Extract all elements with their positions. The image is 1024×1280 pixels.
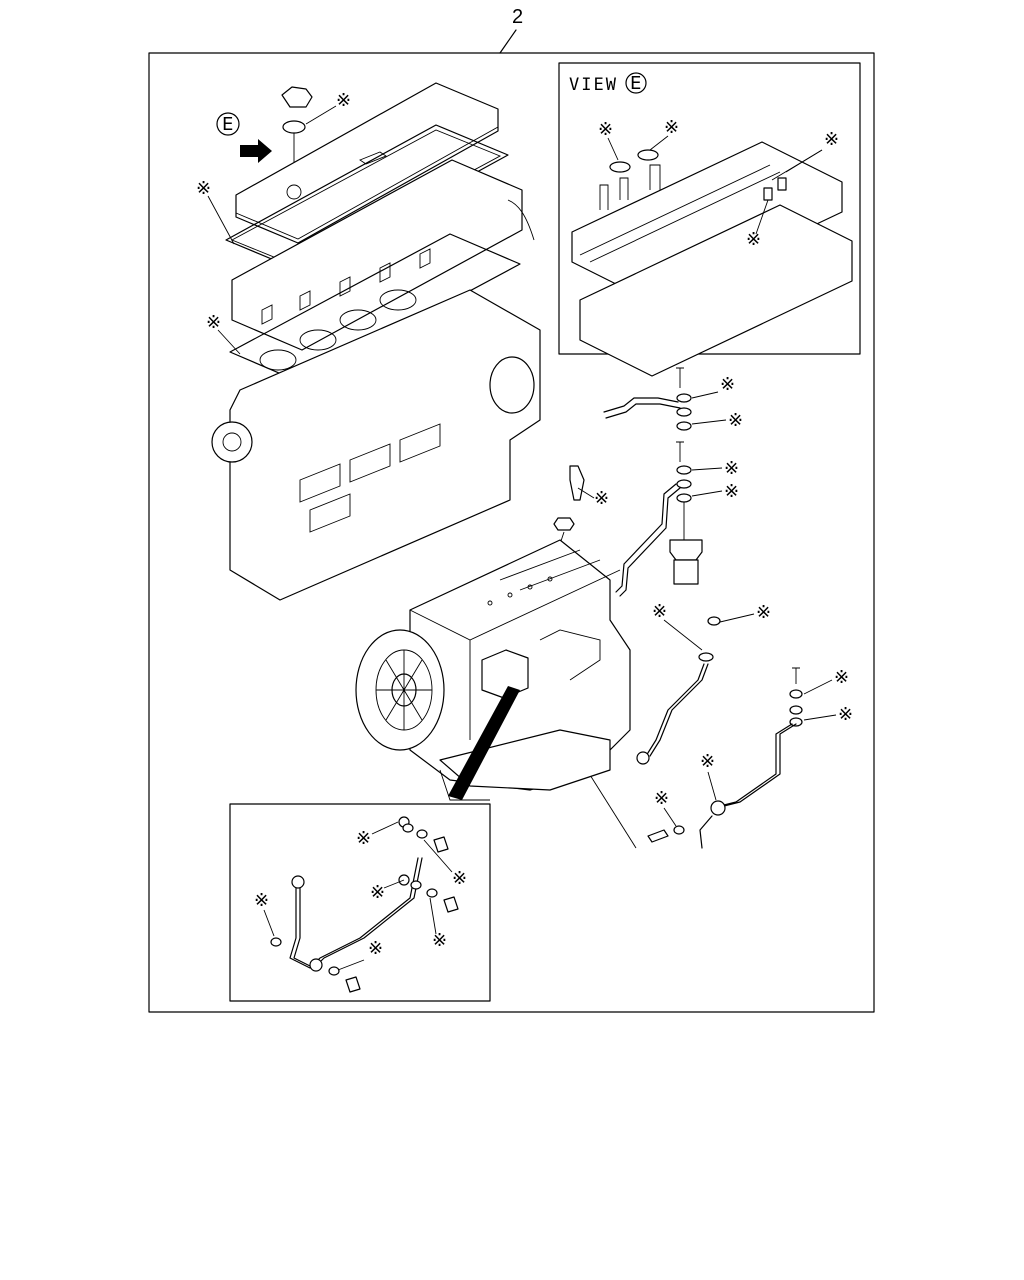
oil-pan: [439, 729, 611, 791]
asterisk-mark: ※: [598, 119, 613, 140]
asterisk-mark: ※: [654, 788, 669, 809]
main-frame: [148, 52, 875, 1013]
injector: [569, 465, 585, 501]
fuel-lines-exploded: ※ ※ ※ ※ ※ ※ ※ ※ ※ ※ ※: [533, 367, 853, 849]
view-letter-circle: [625, 72, 647, 94]
asterisk-mark: ※: [206, 312, 221, 333]
inset-seal-b: [637, 149, 659, 161]
engine-head-exploded: E ※ ※ ※: [196, 82, 541, 601]
view-arrow-icon: [240, 139, 272, 163]
asterisk-mark: ※: [724, 481, 739, 502]
view-e-marker: [216, 112, 240, 136]
inset-cylinder-head: [579, 204, 853, 377]
view-e-inset: VIEW E ※ ※ ※ ※: [569, 72, 853, 377]
asterisk-mark: ※: [834, 667, 849, 688]
callout-leader: [499, 29, 517, 54]
cylinder-head: [231, 159, 523, 351]
asterisk-mark: ※: [838, 704, 853, 725]
sensor: [647, 829, 669, 843]
view-letter: E: [630, 73, 641, 94]
fuel-filter-head: [669, 539, 703, 561]
view-e-marker-letter: E: [222, 114, 233, 135]
bolt: [676, 367, 684, 388]
inset-plugs: [763, 177, 787, 201]
asterisk-mark: ※: [196, 178, 211, 199]
head-gasket: [229, 233, 521, 383]
asterisk-mark: ※: [700, 751, 715, 772]
asterisk-mark: ※: [756, 602, 771, 623]
detail-leader: [448, 686, 520, 800]
asterisk-mark: ※: [746, 229, 761, 250]
callout-number: 2: [512, 6, 523, 28]
asterisk-mark: ※: [368, 938, 383, 959]
asterisk-mark: ※: [824, 129, 839, 150]
cap-seal: [282, 120, 306, 134]
asterisk-mark: ※: [432, 930, 447, 951]
detail-inset-frame: [229, 803, 491, 1002]
inset-head-cover: [571, 141, 843, 303]
asterisk-mark: ※: [452, 868, 467, 889]
fuel-pump: [481, 649, 529, 699]
asterisk-mark: ※: [594, 488, 609, 509]
asterisk-mark: ※: [652, 601, 667, 622]
asterisk-mark: ※: [336, 90, 351, 111]
oil-cap: [281, 86, 313, 108]
inset-seal-a: [609, 161, 631, 173]
asterisk-mark: ※: [370, 882, 385, 903]
asterisk-mark: ※: [254, 890, 269, 911]
flywheel-housing: [489, 356, 535, 414]
detail-inset: ※ ※ ※ ※ ※ ※: [254, 816, 467, 993]
view-title: VIEW: [569, 75, 618, 95]
assembled-engine: [355, 539, 631, 801]
asterisk-mark: ※: [728, 410, 743, 431]
asterisk-mark: ※: [356, 828, 371, 849]
cylinder-block: [229, 289, 541, 601]
fuel-filter: [673, 559, 699, 585]
crank-pulley: [211, 421, 253, 463]
asterisk-mark: ※: [724, 458, 739, 479]
view-e-inset-frame: [558, 62, 861, 355]
asterisk-mark: ※: [664, 117, 679, 138]
asterisk-mark: ※: [720, 374, 735, 395]
